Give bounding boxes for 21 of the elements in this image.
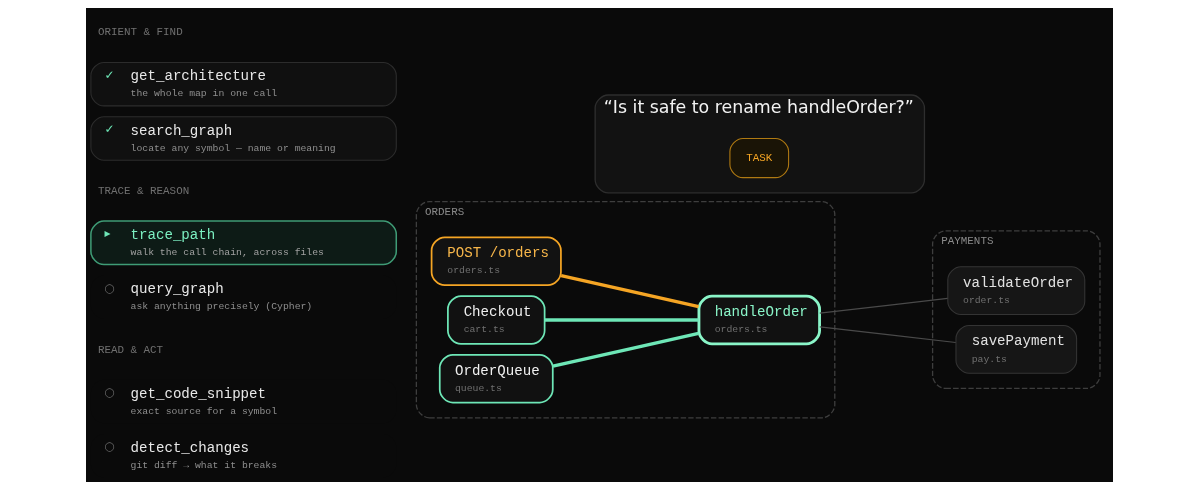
node-box: OrderQueue queue.ts (438, 353, 554, 404)
node-text: ○ get_code_snippet exact source for a symbol (104, 384, 278, 417)
connector (560, 273, 699, 309)
node-box: ✓ search_graph locate any symbol — name or meaning (90, 116, 397, 161)
node-text: ○ detect_changes git diff → what it breaks (104, 439, 278, 472)
node-box: ▸ trace_path walk the call chain, across files (90, 220, 398, 266)
node-box: handleOrder orders.ts (697, 294, 821, 346)
node-box: ✓ get_architecture the whole map in one call (90, 61, 397, 107)
label: READ & ACT (97, 343, 164, 356)
connector (819, 297, 949, 314)
connector (819, 326, 957, 344)
node-box: TASK (729, 137, 790, 179)
node-box: savePayment pay.ts (955, 324, 1078, 374)
node-box: validateOrder order.ts (947, 266, 1086, 316)
connector (552, 331, 699, 368)
connector (544, 318, 699, 322)
node-text: ○ query_graph ask anything precisely (Cypher) (104, 280, 313, 313)
label: TRACE & REASON (97, 184, 190, 197)
node-box: POST /orders orders.ts (430, 236, 562, 287)
node-box: Checkout cart.ts (447, 295, 546, 345)
label: ORIENT & FIND (97, 26, 183, 39)
